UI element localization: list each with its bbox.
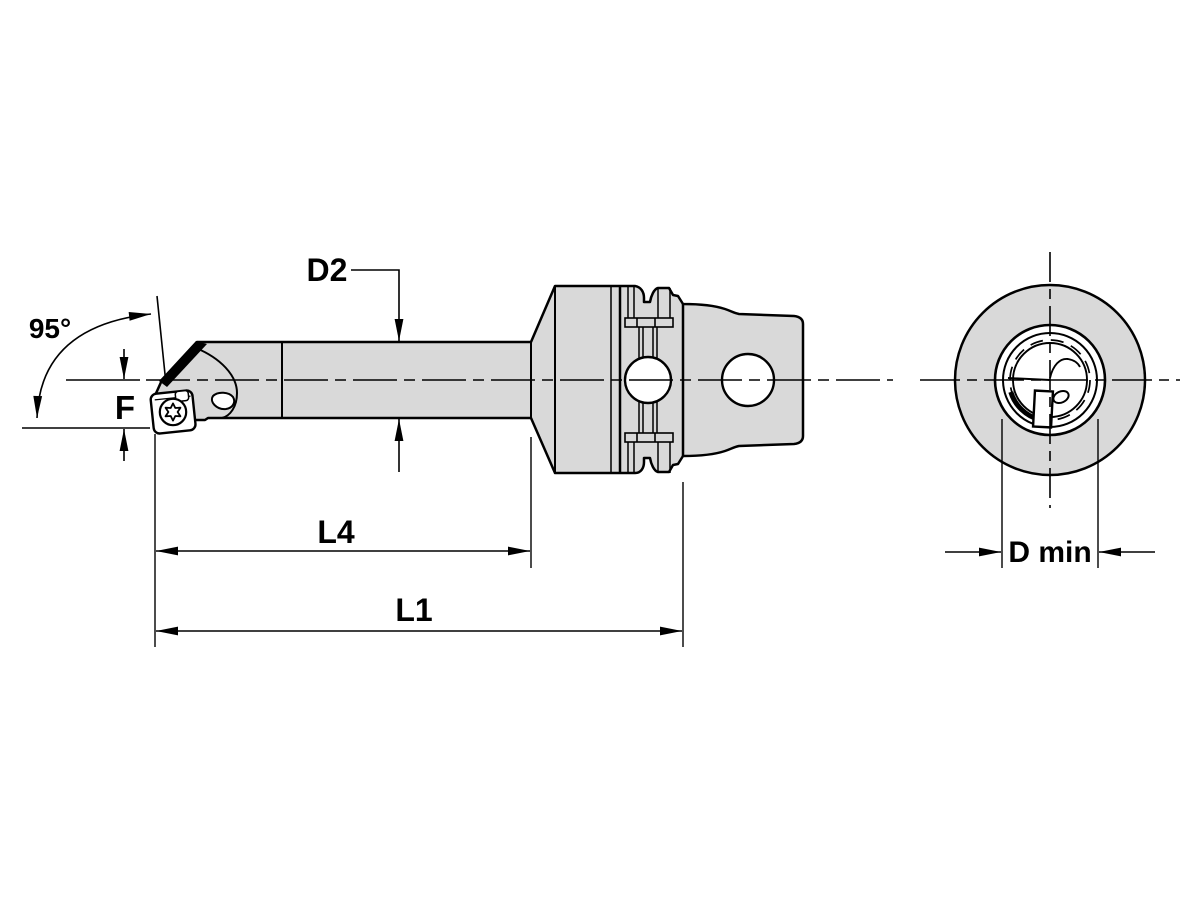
insert-screw-icon	[158, 397, 188, 427]
lead-angle-label: 95°	[29, 313, 71, 344]
head-contour-line	[195, 347, 239, 419]
insert-chipbreaker	[174, 389, 190, 403]
end-view-insert	[1031, 389, 1055, 429]
dmin-label: D min	[1008, 536, 1091, 569]
l1-label: L1	[395, 592, 432, 628]
d2-label: D2	[307, 252, 348, 288]
lead-angle-extension-line	[156, 295, 167, 385]
dimensions: 95° F D2 L4 L1 D min	[22, 252, 1155, 647]
coolant-hole	[211, 391, 236, 411]
end-view-coolant-hole	[1052, 389, 1070, 405]
end-view-edge-line	[1007, 377, 1051, 381]
f-label: F	[115, 389, 135, 426]
rotation-envelope-dashed	[1009, 339, 1091, 421]
cutting-edge-wedge	[159, 341, 207, 387]
l4-label: L4	[317, 514, 355, 550]
d2-leader	[351, 269, 404, 341]
lead-angle-arc	[33, 311, 152, 419]
end-view-lobe-curve	[1049, 358, 1081, 379]
